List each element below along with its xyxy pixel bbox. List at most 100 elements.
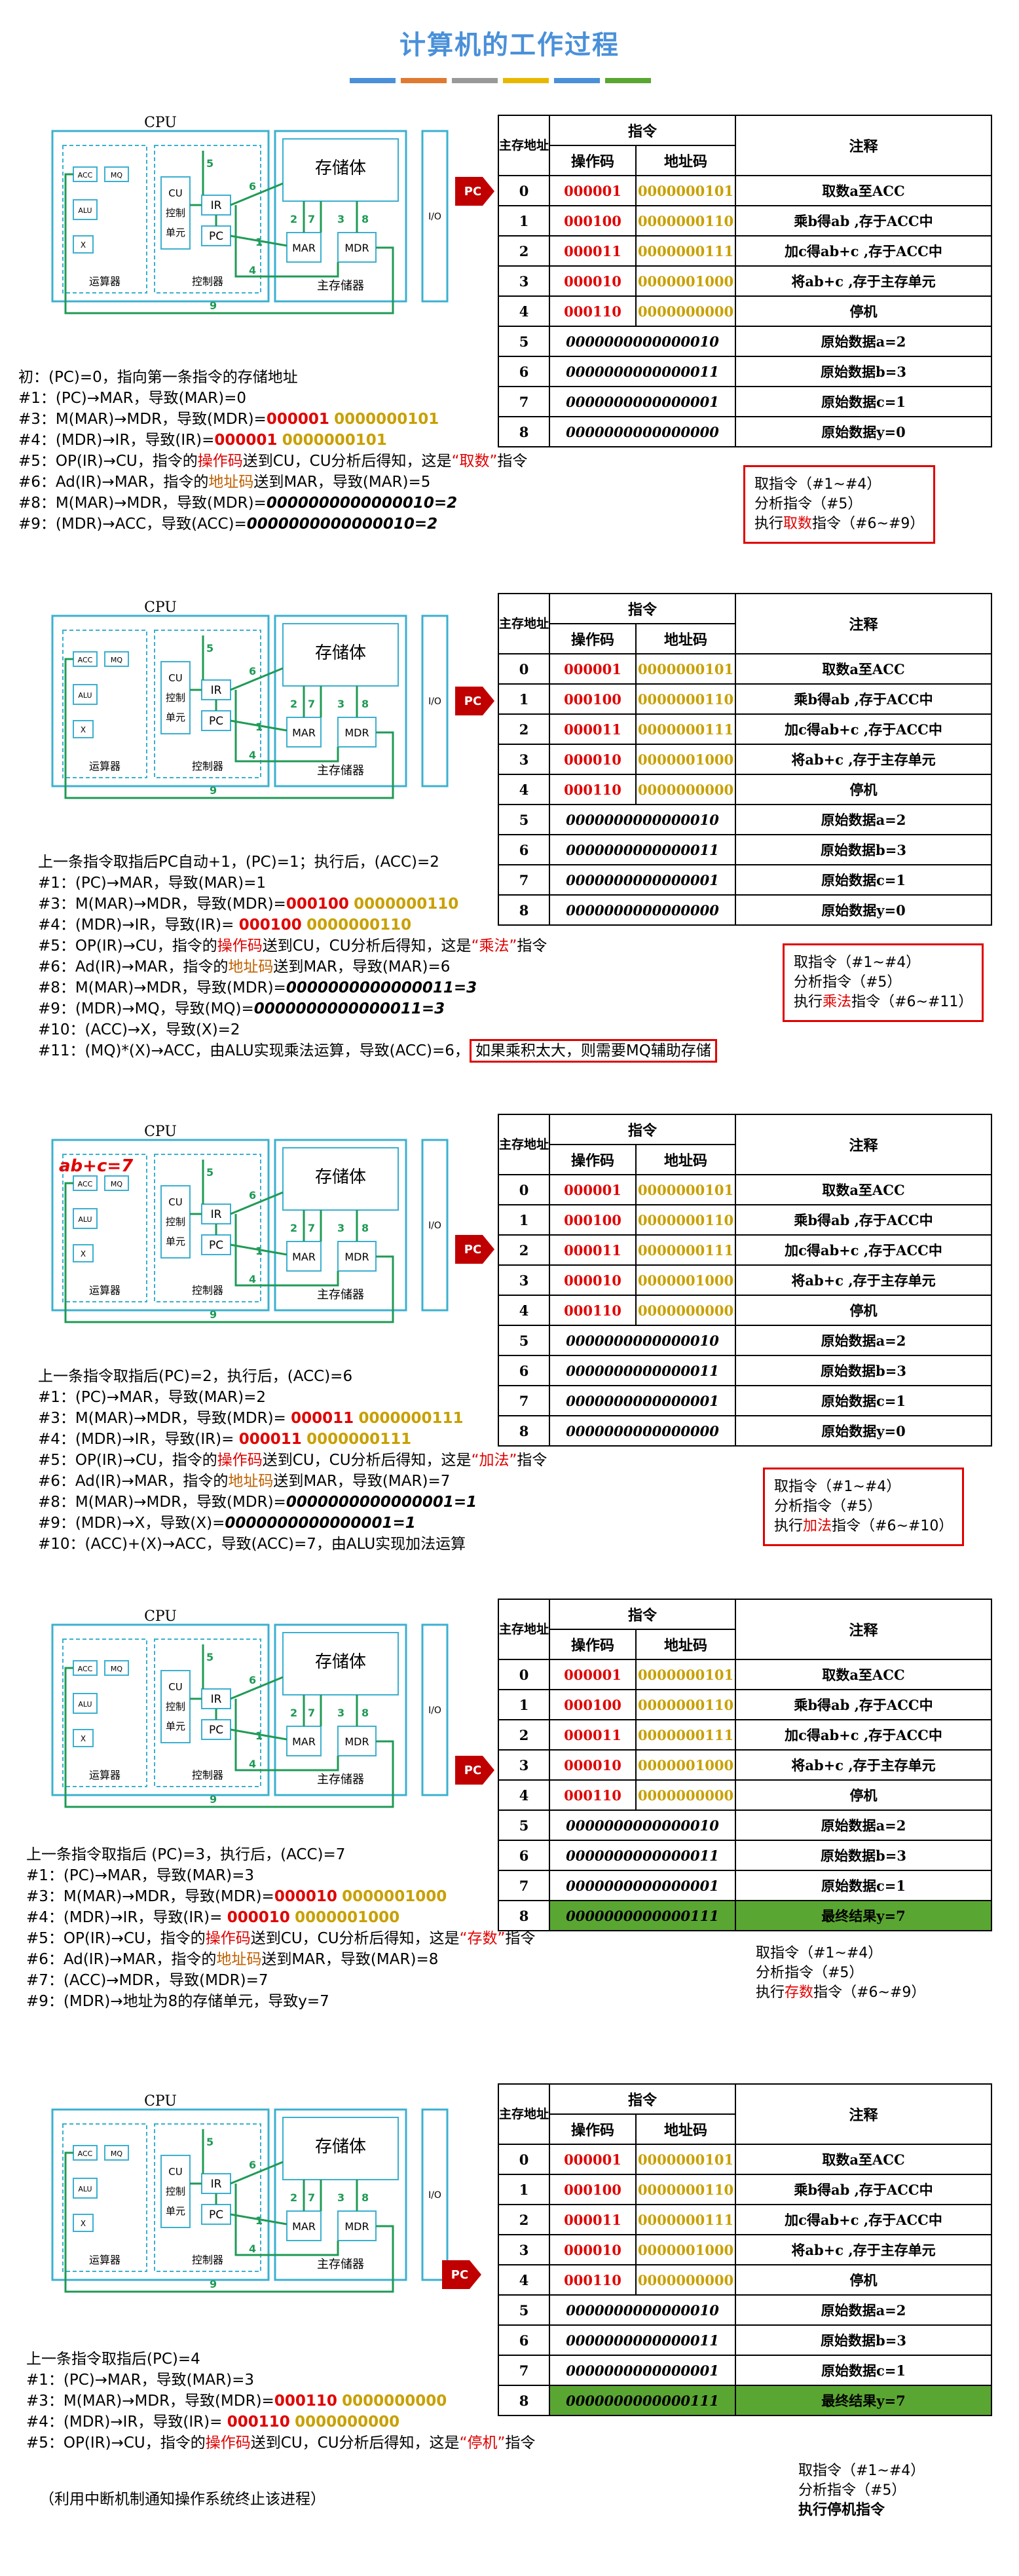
steps-text: 上一条指令取指后PC自动+1，(PC)=1；执行后，(ACC)=2 #1：(PC… bbox=[38, 852, 717, 1063]
cpu-memory-diagram: CPU ACC MQ ALU X 运算器 CU 控制 单元 IR PC 控制器 … bbox=[51, 599, 449, 799]
cell-opcode: 000100 bbox=[549, 1689, 637, 1720]
pc-pointer-tag: PC bbox=[455, 687, 494, 715]
step-line: #5：OP(IR)→CU，指令的操作码送到CU，CU分析后得知，这是“乘法”指令 bbox=[38, 938, 547, 955]
svg-text:3: 3 bbox=[337, 1222, 344, 1234]
main-memory-label: 主存储器 bbox=[317, 1773, 364, 1787]
cell-addr: 0 bbox=[498, 1659, 550, 1690]
storage-label: 存储体 bbox=[315, 159, 366, 178]
cell-addr: 0 bbox=[498, 2144, 550, 2175]
main-memory-label: 主存储器 bbox=[317, 764, 364, 778]
controller-label: 控制器 bbox=[192, 1284, 223, 1297]
cell-addr: 2 bbox=[498, 1719, 550, 1751]
steps-text: 上一条指令取指后 (PC)=3，执行后，(ACC)=7 #1：(PC)→MAR，… bbox=[26, 1844, 535, 2012]
col-ad-header: 地址码 bbox=[635, 145, 736, 176]
cell-data: 0000000000000001 bbox=[549, 1870, 736, 1901]
cell-note: 停机 bbox=[735, 295, 992, 327]
steps-text: 上一条指令取指后(PC)=2，执行后，(ACC)=6 #1：(PC)→MAR，导… bbox=[38, 1366, 547, 1555]
col-instr-header: 指令 bbox=[549, 1599, 736, 1630]
storage-label: 存储体 bbox=[315, 1652, 366, 1672]
cell-note: 乘b得ab ,存于ACC中 bbox=[735, 683, 992, 715]
note-fetch: 取指令（#1~#4） bbox=[798, 2463, 925, 2479]
cell-note: 原始数据c=1 bbox=[735, 864, 992, 896]
pc-pointer-tag: PC bbox=[442, 2260, 481, 2289]
step-line: 上一条指令取指后PC自动+1，(PC)=1；执行后，(ACC)=2 bbox=[38, 854, 439, 871]
col-note-header: 注释 bbox=[735, 593, 992, 654]
step-line: #6：Ad(IR)→MAR，指令的地址码送到MAR，导致(MAR)=5 bbox=[18, 474, 431, 491]
cu-sub1-label: 控制 bbox=[166, 1216, 185, 1228]
page-title: 计算机的工作过程 bbox=[399, 30, 620, 60]
cell-data: 0000000000000010 bbox=[549, 1809, 736, 1841]
cell-data: 0000000000000111 bbox=[549, 2385, 736, 2416]
svg-text:8: 8 bbox=[361, 2191, 369, 2204]
cell-note: 原始数据c=1 bbox=[735, 1385, 992, 1416]
svg-text:1: 1 bbox=[255, 1730, 263, 1742]
main-memory-label: 主存储器 bbox=[317, 279, 364, 293]
footnote: （利用中断机制通知操作系统终止该进程） bbox=[39, 2491, 325, 2508]
cell-addrcode: 0000000101 bbox=[635, 2144, 736, 2175]
cell-opcode: 000011 bbox=[549, 235, 637, 267]
section-5: CPU ACC MQ ALU X 运算器 CU 控制 单元 IR PC 控制器 … bbox=[0, 2083, 1019, 2568]
step-line: #6：Ad(IR)→MAR，指令的地址码送到MAR，导致(MAR)=7 bbox=[38, 1473, 451, 1490]
cell-data: 0000000000000111 bbox=[549, 1900, 736, 1931]
step-line: #4：(MDR)→IR，导致(IR)= 000010 0000001000 bbox=[26, 1909, 400, 1926]
svg-text:2: 2 bbox=[290, 1707, 297, 1719]
cu-label: CU bbox=[168, 672, 182, 684]
cell-addr: 4 bbox=[498, 1295, 550, 1326]
cell-note: 停机 bbox=[735, 1779, 992, 1811]
cell-addr: 3 bbox=[498, 1264, 550, 1296]
cell-opcode: 000100 bbox=[549, 683, 637, 715]
step-line: #4：(MDR)→IR，导致(IR)= 000011 0000000111 bbox=[38, 1431, 412, 1448]
cell-note: 取数a至ACC bbox=[735, 653, 992, 685]
step-line: #8：M(MAR)→MDR，导致(MDR)=0000000000000001=1 bbox=[38, 1494, 477, 1511]
cu-sub1-label: 控制 bbox=[166, 1701, 185, 1713]
cell-addr: 2 bbox=[498, 2204, 550, 2235]
step-line: #8：M(MAR)→MDR，导致(MDR)=0000000000000010=2 bbox=[18, 495, 458, 512]
phase-note-box: 取指令（#1~#4） 分析指令（#5） 执行存数指令（#6~#9） bbox=[747, 1936, 935, 2011]
step-line: #6：Ad(IR)→MAR，指令的地址码送到MAR，导致(MAR)=6 bbox=[38, 958, 451, 975]
cell-data: 0000000000000010 bbox=[549, 2294, 736, 2326]
svg-text:9: 9 bbox=[210, 2278, 217, 2290]
cell-addr: 5 bbox=[498, 1809, 550, 1841]
title-bar-1 bbox=[350, 78, 396, 83]
col-op-header: 操作码 bbox=[549, 623, 637, 654]
cell-addrcode: 0000000111 bbox=[635, 235, 736, 267]
alu-unit-label: 运算器 bbox=[89, 275, 120, 288]
step-line: #10：(ACC)+(X)→ACC，导致(ACC)=7，由ALU实现加法运算 bbox=[38, 1536, 466, 1553]
step-line: 上一条指令取指后(PC)=2，执行后，(ACC)=6 bbox=[38, 1368, 353, 1385]
cell-note: 最终结果y=7 bbox=[735, 1900, 992, 1931]
note-analyze: 分析指令（#5） bbox=[754, 496, 862, 512]
mar-label: MAR bbox=[292, 727, 316, 739]
acc-label: ACC bbox=[78, 1180, 93, 1188]
note-fetch: 取指令（#1~#4） bbox=[774, 1479, 901, 1495]
step-line: #1：(PC)→MAR，导致(MAR)=3 bbox=[26, 1867, 255, 1884]
cu-sub2-label: 单元 bbox=[166, 1236, 185, 1247]
cell-addr: 8 bbox=[498, 1900, 550, 1931]
title-bar-2 bbox=[401, 78, 447, 83]
svg-text:4: 4 bbox=[249, 1758, 256, 1770]
cell-opcode: 000001 bbox=[549, 653, 637, 685]
mq-label: MQ bbox=[111, 171, 122, 180]
phase-note-box: 取指令（#1~#4） 分析指令（#5） 执行取数指令（#6~#9） bbox=[743, 465, 936, 544]
note-analyze: 分析指令（#5） bbox=[756, 1965, 864, 1981]
cell-opcode: 000100 bbox=[549, 2174, 637, 2205]
cpu-memory-diagram: CPU ACC MQ ALU X 运算器 CU 控制 单元 IR PC 控制器 … bbox=[51, 1124, 449, 1323]
step-line: 上一条指令取指后 (PC)=3，执行后，(ACC)=7 bbox=[26, 1846, 346, 1863]
svg-text:2: 2 bbox=[290, 2191, 297, 2204]
cu-sub2-label: 单元 bbox=[166, 2205, 185, 2217]
mq-label: MQ bbox=[111, 1180, 122, 1188]
